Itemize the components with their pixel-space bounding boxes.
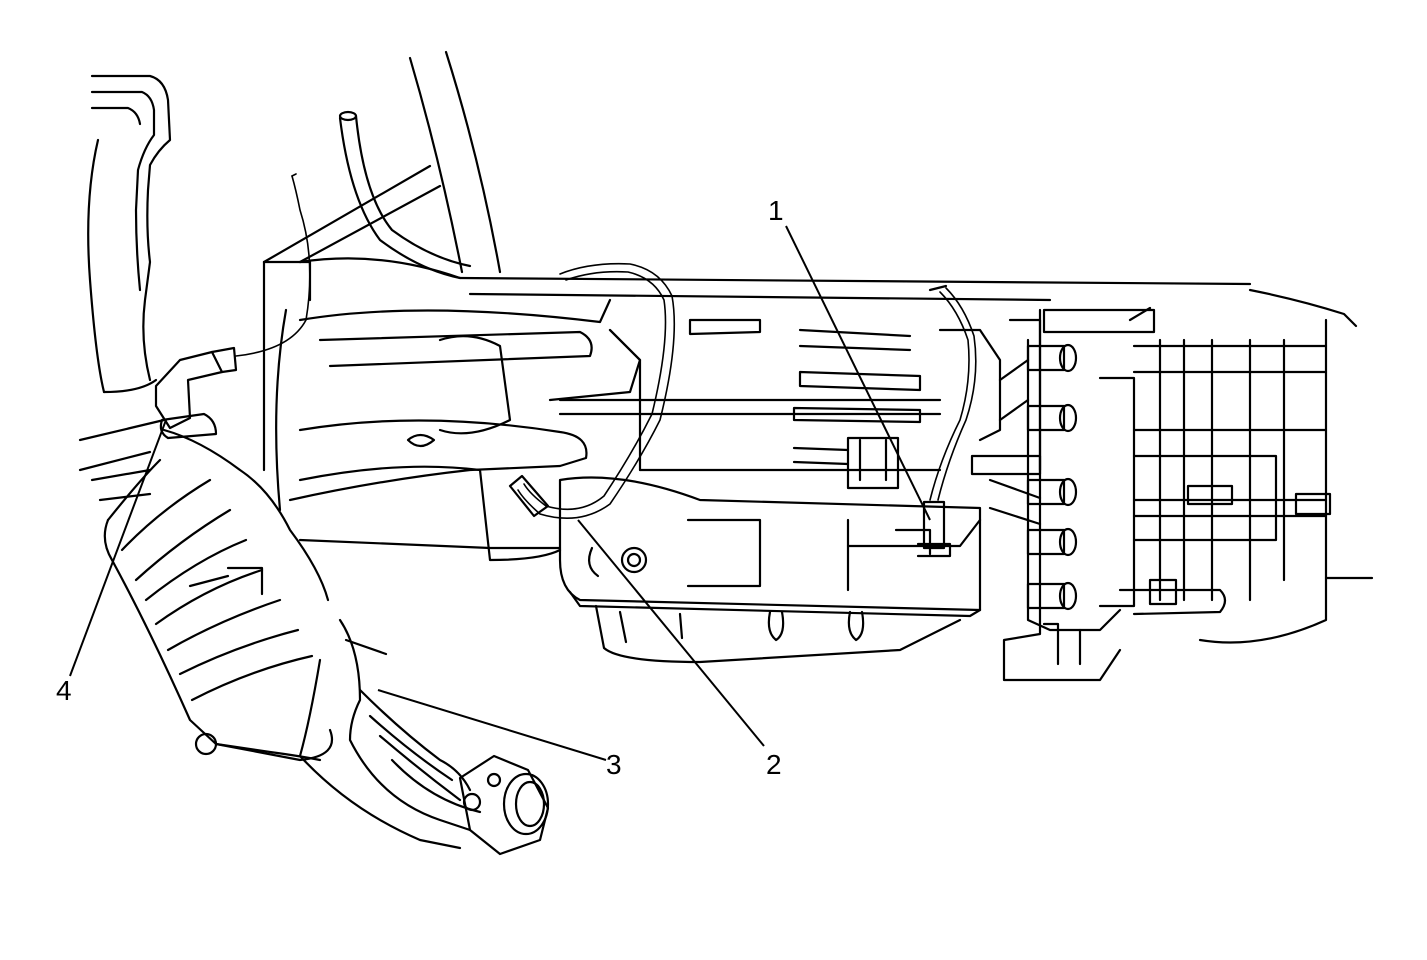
leader-1 [785,225,931,521]
leader-3 [377,689,607,761]
callout-4: 4 [56,675,72,706]
callout-2: 2 [766,749,782,780]
exhaust-flange [458,754,550,856]
engine-block-outline [87,74,172,394]
vent-tube [338,110,472,280]
transmission-housing [275,257,1252,562]
oxygen-sensor-4 [154,173,311,440]
callout-3: 3 [606,749,622,780]
sensor-wiring-harness [508,262,676,520]
valve-body [688,306,1156,526]
leader-2 [577,519,765,747]
exhaust-pipe [298,618,482,850]
catalytic-converter [78,418,333,762]
oxygen-sensor-1 [916,284,977,558]
callout-labels: 1 2 3 4 [56,195,784,780]
callout-leaders [69,225,931,761]
callout-1: 1 [768,195,784,226]
leader-4 [69,419,167,677]
bellhousing-frame [1002,288,1374,682]
housing-bosses [1026,338,1122,632]
transmission-oil-pan [558,476,982,664]
